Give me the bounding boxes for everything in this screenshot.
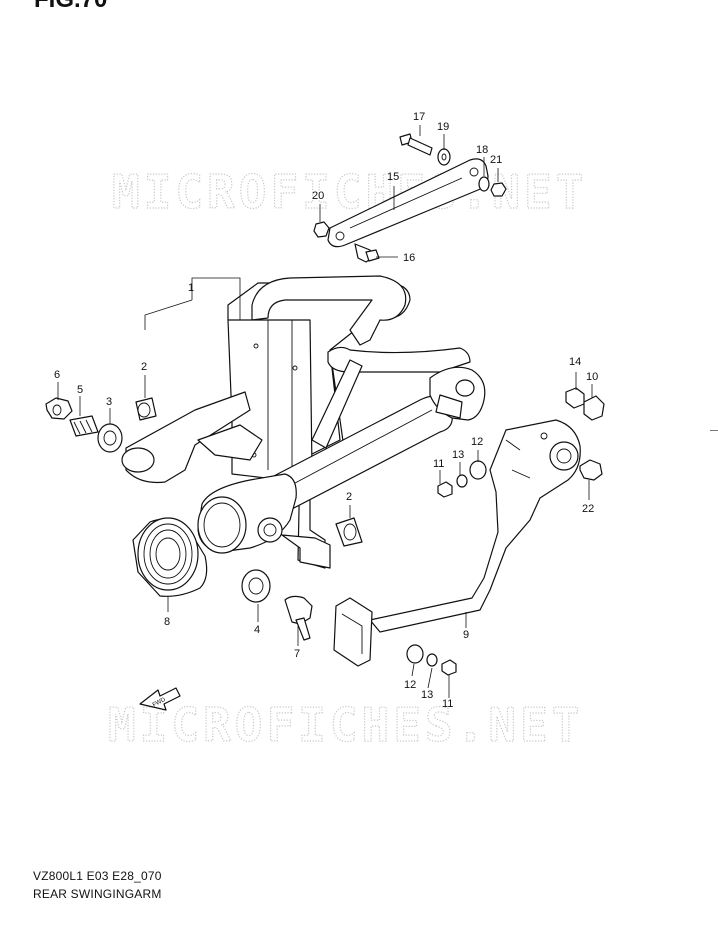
washer-18 [478, 176, 490, 192]
callout-13a: 13 [452, 449, 464, 461]
bearing-3 [97, 423, 123, 453]
nut-22 [579, 459, 603, 481]
callout-10: 10 [586, 371, 598, 383]
watermark-bottom: MICROFICHES.NET [108, 698, 583, 752]
plug-7 [284, 595, 313, 641]
callout-18: 18 [476, 144, 488, 156]
bushing-2b [335, 517, 363, 547]
collar-12a [469, 460, 487, 480]
callout-20: 20 [312, 190, 324, 202]
callout-14: 14 [569, 356, 581, 368]
callout-8: 8 [164, 616, 170, 628]
frame-arm-9 [333, 419, 581, 667]
callout-17: 17 [413, 111, 425, 123]
callout-11b: 11 [442, 698, 453, 710]
callout-16: 16 [403, 252, 415, 264]
callout-21: 21 [490, 154, 502, 166]
bolt-11b [441, 659, 457, 676]
figure-label: FIG.70 [34, 0, 107, 14]
spacer-13a [456, 474, 468, 488]
nut-21 [490, 182, 507, 197]
washer-19 [437, 148, 451, 166]
spacer-13b [426, 653, 438, 667]
page-edge-mark [710, 430, 718, 431]
callout-3: 3 [106, 396, 112, 408]
bolt-10 [583, 395, 605, 421]
callout-2a: 2 [141, 361, 147, 373]
caption-model-code: VZ800L1 E03 E28_070 [33, 869, 162, 883]
callout-22: 22 [582, 503, 594, 515]
collar-12b [406, 644, 424, 664]
watermark-top: MICROFICHES.NET [112, 165, 587, 219]
nut-20 [313, 221, 330, 238]
leader-lines [57, 125, 593, 698]
swingarm-main-body [121, 275, 486, 569]
callout-12a: 12 [471, 436, 483, 448]
nut-6 [45, 397, 73, 420]
cap-14 [565, 387, 585, 409]
callout-13b: 13 [421, 689, 433, 701]
callout-9: 9 [463, 629, 469, 641]
stud-5 [69, 415, 99, 437]
callout-19: 19 [437, 121, 449, 133]
bearing-4 [241, 569, 271, 603]
boot-8 [132, 517, 208, 597]
callout-1: 1 [188, 282, 194, 294]
callout-2b: 2 [346, 491, 352, 503]
bolt-17 [399, 133, 433, 156]
fwd-arrow-icon: FWD [139, 687, 181, 711]
callout-6: 6 [54, 369, 60, 381]
callout-11a: 11 [433, 458, 444, 470]
callout-15: 15 [387, 171, 399, 183]
bolt-16 [354, 243, 380, 263]
callout-12b: 12 [404, 679, 416, 691]
callout-7: 7 [294, 648, 300, 660]
caption-title: REAR SWINGINGARM [33, 887, 162, 901]
bushing-2a [135, 397, 157, 421]
bolt-11a [437, 481, 453, 498]
callout-5: 5 [77, 384, 83, 396]
callout-4: 4 [254, 624, 260, 636]
